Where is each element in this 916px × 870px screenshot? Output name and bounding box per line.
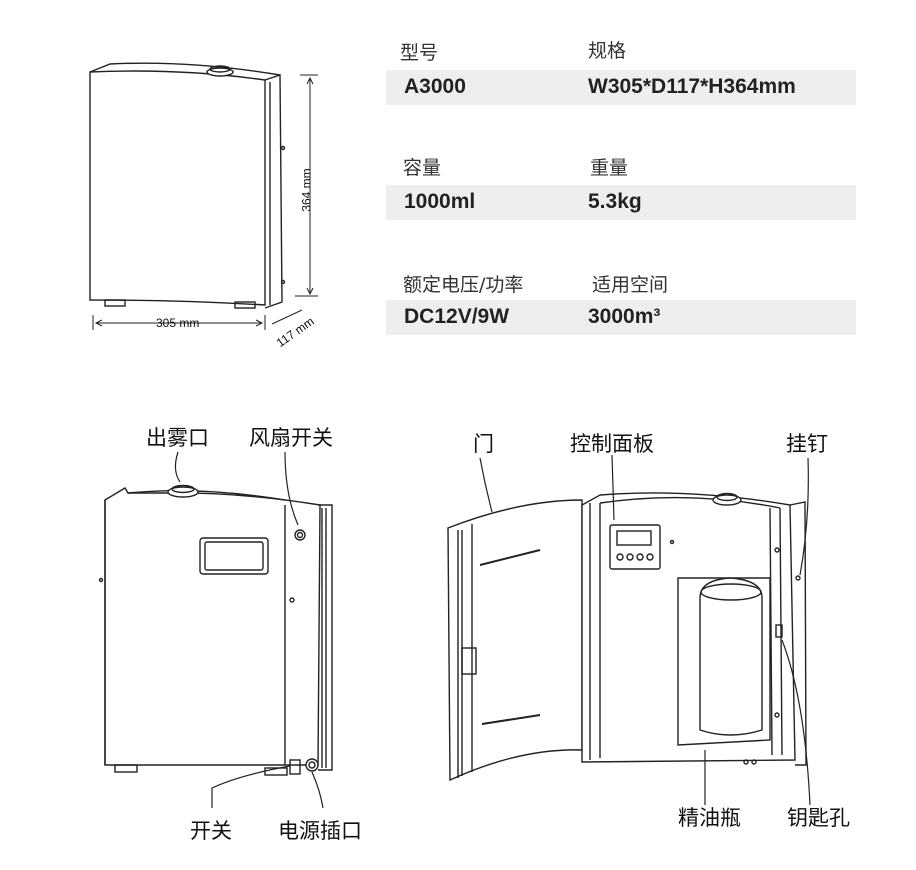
model-value: A3000 (404, 75, 466, 98)
space-label: 适用空间 (592, 274, 669, 296)
capacity-label: 容量 (403, 157, 442, 179)
width-dimension-label: 305 mm (156, 316, 200, 330)
closed-unit-drawing (98, 484, 333, 776)
spec-row-capacity: 1000ml 5.3kg (386, 185, 856, 220)
callout-door: 门 (473, 432, 494, 456)
height-dimension-label: 364 mm (299, 168, 314, 212)
spec-row-power: DC12V/9W 3000m³ (386, 300, 856, 335)
callout-hanging-nail: 挂钉 (786, 432, 828, 456)
callout-power-socket: 电源插口 (278, 819, 362, 843)
weight-label: 重量 (590, 157, 629, 179)
open-unit-drawing (447, 492, 807, 782)
capacity-value: 1000ml (404, 190, 476, 213)
space-value: 3000m³ (588, 305, 661, 328)
weight-value: 5.3kg (588, 190, 642, 213)
model-label: 型号 (400, 42, 439, 64)
power-value: DC12V/9W (404, 305, 510, 328)
callout-switch: 开关 (190, 819, 232, 843)
size-value: W305*D117*H364mm (588, 75, 796, 98)
callout-mist-outlet: 出雾口 (146, 426, 209, 450)
callout-keyhole: 钥匙孔 (787, 806, 850, 830)
callout-fan-switch: 风扇开关 (249, 426, 333, 450)
callout-oil-bottle: 精油瓶 (678, 806, 741, 830)
size-label: 规格 (588, 40, 627, 62)
power-label: 额定电压/功率 (403, 274, 524, 296)
callout-leaders (174, 451, 811, 809)
callout-control-panel: 控制面板 (570, 432, 654, 456)
dimension-drawing (89, 62, 318, 330)
spec-row-model: A3000 W305*D117*H364mm (386, 70, 856, 105)
